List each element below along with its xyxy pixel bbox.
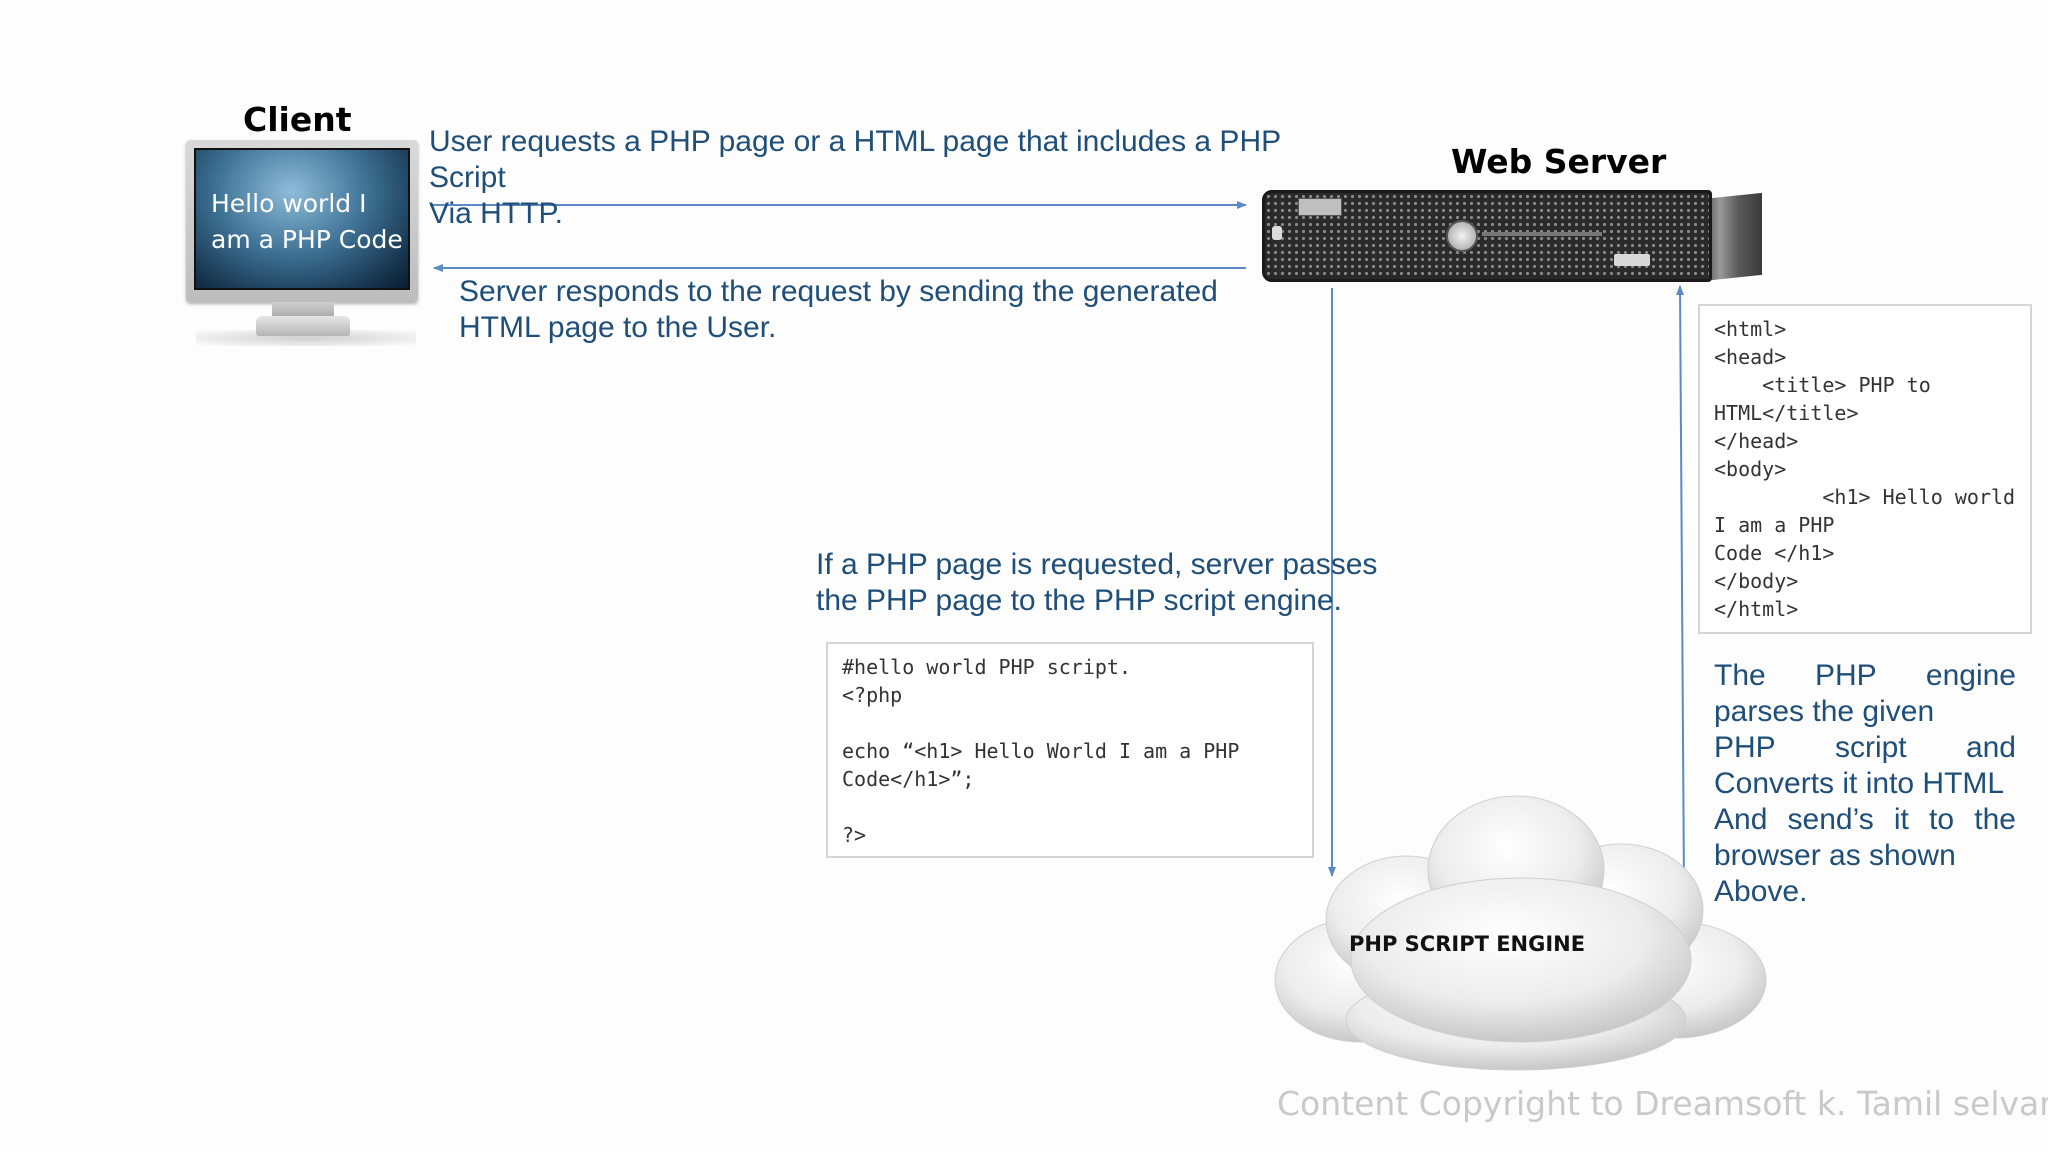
from-engine-arrow — [1676, 285, 1685, 889]
html-code-line: <html> — [1714, 317, 1787, 341]
web-server-image — [1262, 190, 1762, 282]
engine-word: send’s — [1787, 803, 1874, 836]
response-line-2: HTML page to the User. — [459, 311, 777, 344]
server-bar — [1482, 232, 1602, 236]
html-code-line: </html> — [1714, 597, 1799, 621]
server-face — [1262, 190, 1712, 282]
response-text: Server responds to the request by sendin… — [459, 274, 1218, 346]
copyright-footer: Content Copyright to Dreamsoft k. Tamil … — [1277, 1084, 2048, 1123]
html-code-line: <body> — [1714, 457, 1787, 481]
monitor-shadow — [196, 330, 416, 346]
request-line-1: User requests a PHP page or a HTML page … — [429, 125, 1282, 158]
request-line-2: Script — [429, 161, 506, 194]
html-code-line: I am a PHP — [1714, 513, 1835, 537]
request-line-3: Via HTTP. — [429, 197, 563, 230]
monitor-frame — [186, 140, 418, 302]
php-engine-label: PHP SCRIPT ENGINE — [1349, 932, 1586, 956]
engine-word: script — [1834, 731, 1907, 764]
html-code-line: <h1> Hello world — [1714, 485, 2016, 509]
html-code-line: </body> — [1714, 569, 1799, 593]
html-code-line: <title> PHP to — [1714, 373, 1931, 397]
php-code-line: ?> — [842, 823, 867, 847]
engine-word: engine — [1925, 659, 2016, 692]
dell-logo-icon — [1446, 220, 1478, 252]
php-code-line: #hello world PHP script. — [842, 655, 1131, 679]
engine-word: browser as shown — [1714, 839, 1956, 872]
engine-word: And — [1714, 803, 1768, 836]
engine-word: the — [1974, 803, 2016, 836]
php-code-line: echo “<h1> Hello World I am a PHP — [842, 739, 1240, 763]
request-text: User requests a PHP page or a HTML page … — [429, 124, 1281, 232]
monitor-screen — [194, 148, 410, 290]
monitor-screen-text: Hello world I am a PHP Code — [211, 186, 403, 258]
engine-word: it — [1893, 803, 1909, 836]
screen-line-1: Hello world I — [211, 189, 367, 218]
html-code-line: Code </h1> — [1714, 541, 1835, 565]
pass-line-2: the PHP page to the PHP script engine. — [816, 584, 1342, 617]
engine-word: The — [1714, 659, 1766, 692]
pass-to-engine-text: If a PHP page is requested, server passe… — [816, 547, 1377, 619]
server-title: Web Server — [1451, 142, 1667, 181]
engine-word: Above. — [1714, 875, 1808, 908]
html-code-line: HTML</title> — [1714, 401, 1859, 425]
php-code-line — [842, 709, 1298, 737]
engine-word: and — [1965, 731, 2016, 764]
html-code-line: <head> — [1714, 345, 1787, 369]
server-handle — [1272, 226, 1282, 240]
response-line-1: Server responds to the request by sendin… — [459, 275, 1218, 308]
engine-line-1: The PHP engine — [1714, 658, 2016, 694]
engine-word: PHP — [1814, 659, 1877, 692]
server-badge — [1614, 254, 1650, 266]
html-code-box: <html> <head> <title> PHP to HTML</title… — [1698, 304, 2032, 634]
server-drive-slot — [1298, 198, 1342, 216]
html-code-line: </head> — [1714, 429, 1799, 453]
php-code-box: #hello world PHP script. <?php echo “<h1… — [826, 642, 1314, 858]
engine-line-2: parses the given — [1714, 694, 2016, 730]
monitor-base — [256, 316, 350, 336]
php-code-line — [842, 793, 1298, 821]
engine-word: to — [1929, 803, 1955, 836]
monitor-neck — [272, 302, 334, 318]
engine-explanation: The PHP engine parses the given PHP scri… — [1714, 658, 2016, 910]
php-code-line: Code</h1>”; — [842, 767, 975, 791]
engine-word: PHP — [1714, 731, 1776, 764]
cloud-image — [1274, 795, 1767, 1071]
php-code-line: <?php — [842, 683, 903, 707]
engine-line-7: Above. — [1714, 874, 2016, 910]
engine-line-4: Converts it into HTML — [1714, 766, 2016, 802]
engine-line-6: browser as shown — [1714, 838, 2016, 874]
engine-word: parses the given — [1714, 695, 1935, 728]
engine-line-3: PHP script and — [1714, 730, 2016, 766]
engine-line-5: And send’s it to the — [1714, 802, 2016, 838]
screen-line-2: am a PHP Code — [211, 225, 403, 254]
engine-word: Converts it into HTML — [1714, 767, 2005, 800]
pass-line-1: If a PHP page is requested, server passe… — [816, 548, 1378, 581]
client-title: Client — [243, 100, 352, 139]
